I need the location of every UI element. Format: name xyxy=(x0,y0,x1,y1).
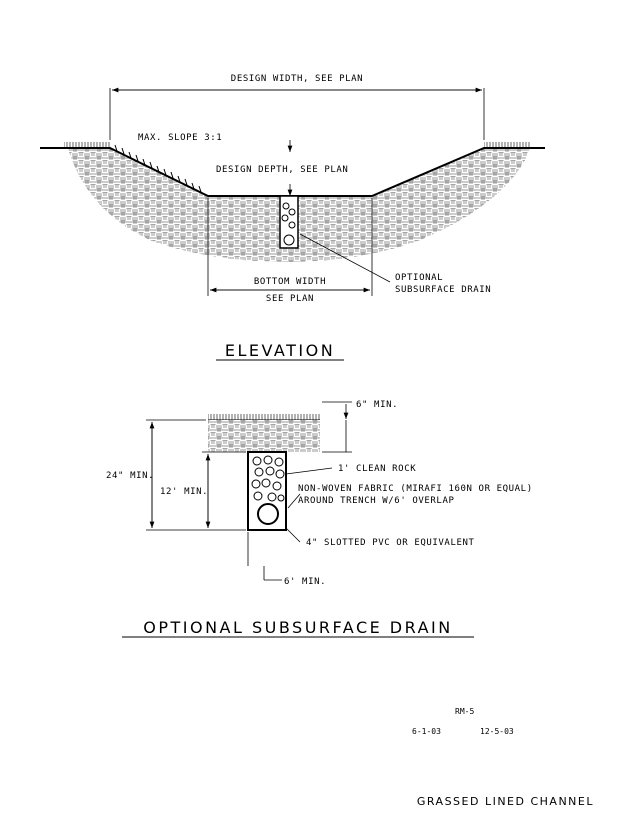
max-slope-label: MAX. SLOPE 3:1 xyxy=(138,133,222,143)
optional-drain-leader xyxy=(299,233,391,283)
twelve-min-label: 12' MIN. xyxy=(160,487,208,497)
fabric-label-2: AROUND TRENCH W/6' OVERLAP xyxy=(298,496,454,506)
clean-rock-label: 1' CLEAN ROCK xyxy=(338,464,416,474)
six-min-bottom-label: 6' MIN. xyxy=(284,577,326,587)
fabric-leader xyxy=(287,493,301,509)
elevation-section: DESIGN WIDTH, SEE PLAN MAX. SLOPE 3:1 DE… xyxy=(40,74,545,361)
design-width-label: DESIGN WIDTH, SEE PLAN xyxy=(231,74,363,84)
grass-left xyxy=(64,142,110,148)
drawing-code: RM-5 xyxy=(455,707,474,716)
title-block: RM-5 6-1-03 12-5-03 GRASSED LINED CHANNE… xyxy=(412,707,594,808)
optional-label-2: SUBSURFACE DRAIN xyxy=(395,285,491,295)
bottom-width-label-2: SEE PLAN xyxy=(266,294,314,304)
fabric-label-1: NON-WOVEN FABRIC (MIRAFI 160N OR EQUAL) xyxy=(298,484,533,494)
pvc-pipe-icon xyxy=(257,503,279,525)
twenty-four-min-label: 24" MIN. xyxy=(106,471,154,481)
drain-rocks xyxy=(251,455,285,502)
drain-detail-section: 6" MIN. 24" MIN. 12' MIN. 1' CLEAN ROCK … xyxy=(106,400,533,638)
elevation-title: ELEVATION xyxy=(225,341,335,360)
bottom-width-label-1: BOTTOM WIDTH xyxy=(254,277,326,287)
soil-hatch xyxy=(68,148,530,262)
pvc-leader xyxy=(285,527,301,543)
elevation-drain-rocks xyxy=(281,202,296,246)
elevation-drain-trench xyxy=(279,195,299,249)
drain-top-soil xyxy=(208,420,320,452)
optional-label-1: OPTIONAL xyxy=(395,273,443,283)
date-1: 6-1-03 xyxy=(412,727,441,736)
drawing-title: GRASSED LINED CHANNEL xyxy=(417,795,594,808)
grass-right xyxy=(484,142,530,148)
date-2: 12-5-03 xyxy=(480,727,514,736)
pvc-label: 4" SLOTTED PVC OR EQUIVALENT xyxy=(306,538,475,548)
grass-slope-left xyxy=(114,144,202,193)
design-depth-label: DESIGN DEPTH, SEE PLAN xyxy=(216,165,348,175)
drain-grass xyxy=(208,414,320,420)
six-min-top-label: 6" MIN. xyxy=(356,400,398,410)
drain-title: OPTIONAL SUBSURFACE DRAIN xyxy=(143,618,452,637)
clean-rock-leader xyxy=(285,467,333,475)
